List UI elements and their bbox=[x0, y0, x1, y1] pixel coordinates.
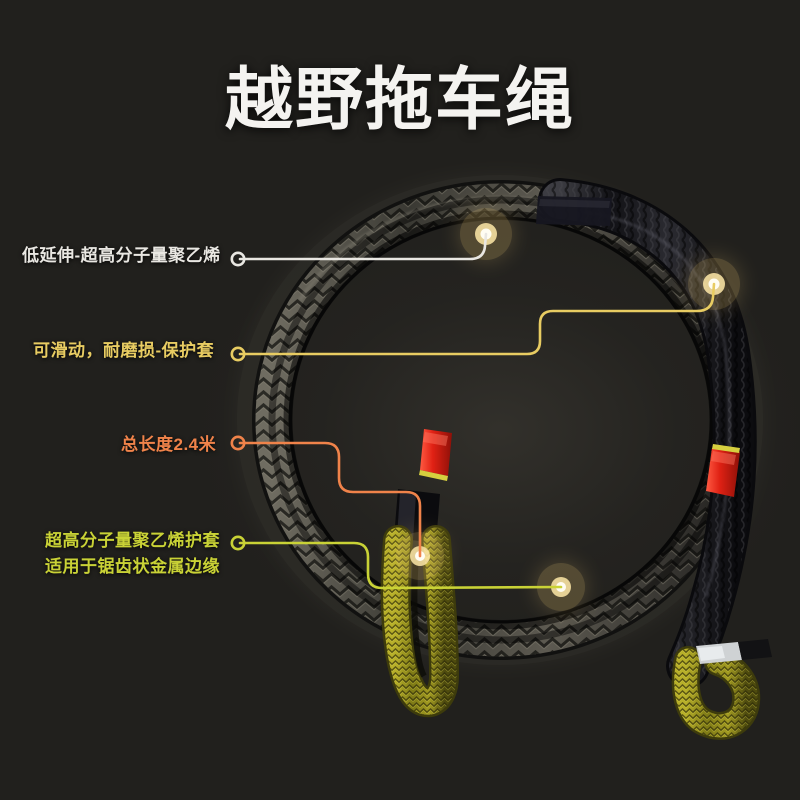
uhmwpe-eye-sleeve bbox=[380, 489, 460, 718]
red-tape-wrap bbox=[419, 429, 740, 497]
page-title: 越野拖车绳 bbox=[224, 62, 575, 138]
callout-uhmwpe-cover-line-2: 适用于锯齿状金属边缘 bbox=[45, 557, 220, 576]
abrasion-sleeve bbox=[536, 178, 757, 688]
callout-low-stretch: 低延伸-超高分子量聚乙烯 bbox=[22, 243, 221, 269]
callout-total-length-line-1: 总长度2.4米 bbox=[121, 435, 217, 454]
reflective-strap bbox=[696, 639, 772, 664]
callout-uhmwpe-cover-line-1: 超高分子量聚乙烯护套 bbox=[45, 531, 220, 550]
callout-sliding-sleeve: 可滑动，耐磨损-保护套 bbox=[33, 338, 214, 364]
callout-sliding-sleeve-line-1: 可滑动，耐磨损-保护套 bbox=[33, 341, 215, 360]
callout-total-length: 总长度2.4米 bbox=[121, 432, 216, 458]
callout-low-stretch-line-1: 低延伸-超高分子量聚乙烯 bbox=[22, 246, 221, 265]
uhmwpe-eye-sleeve-right bbox=[671, 646, 761, 740]
callout-uhmwpe-cover: 超高分子量聚乙烯护套 适用于锯齿状金属边缘 bbox=[45, 528, 220, 580]
